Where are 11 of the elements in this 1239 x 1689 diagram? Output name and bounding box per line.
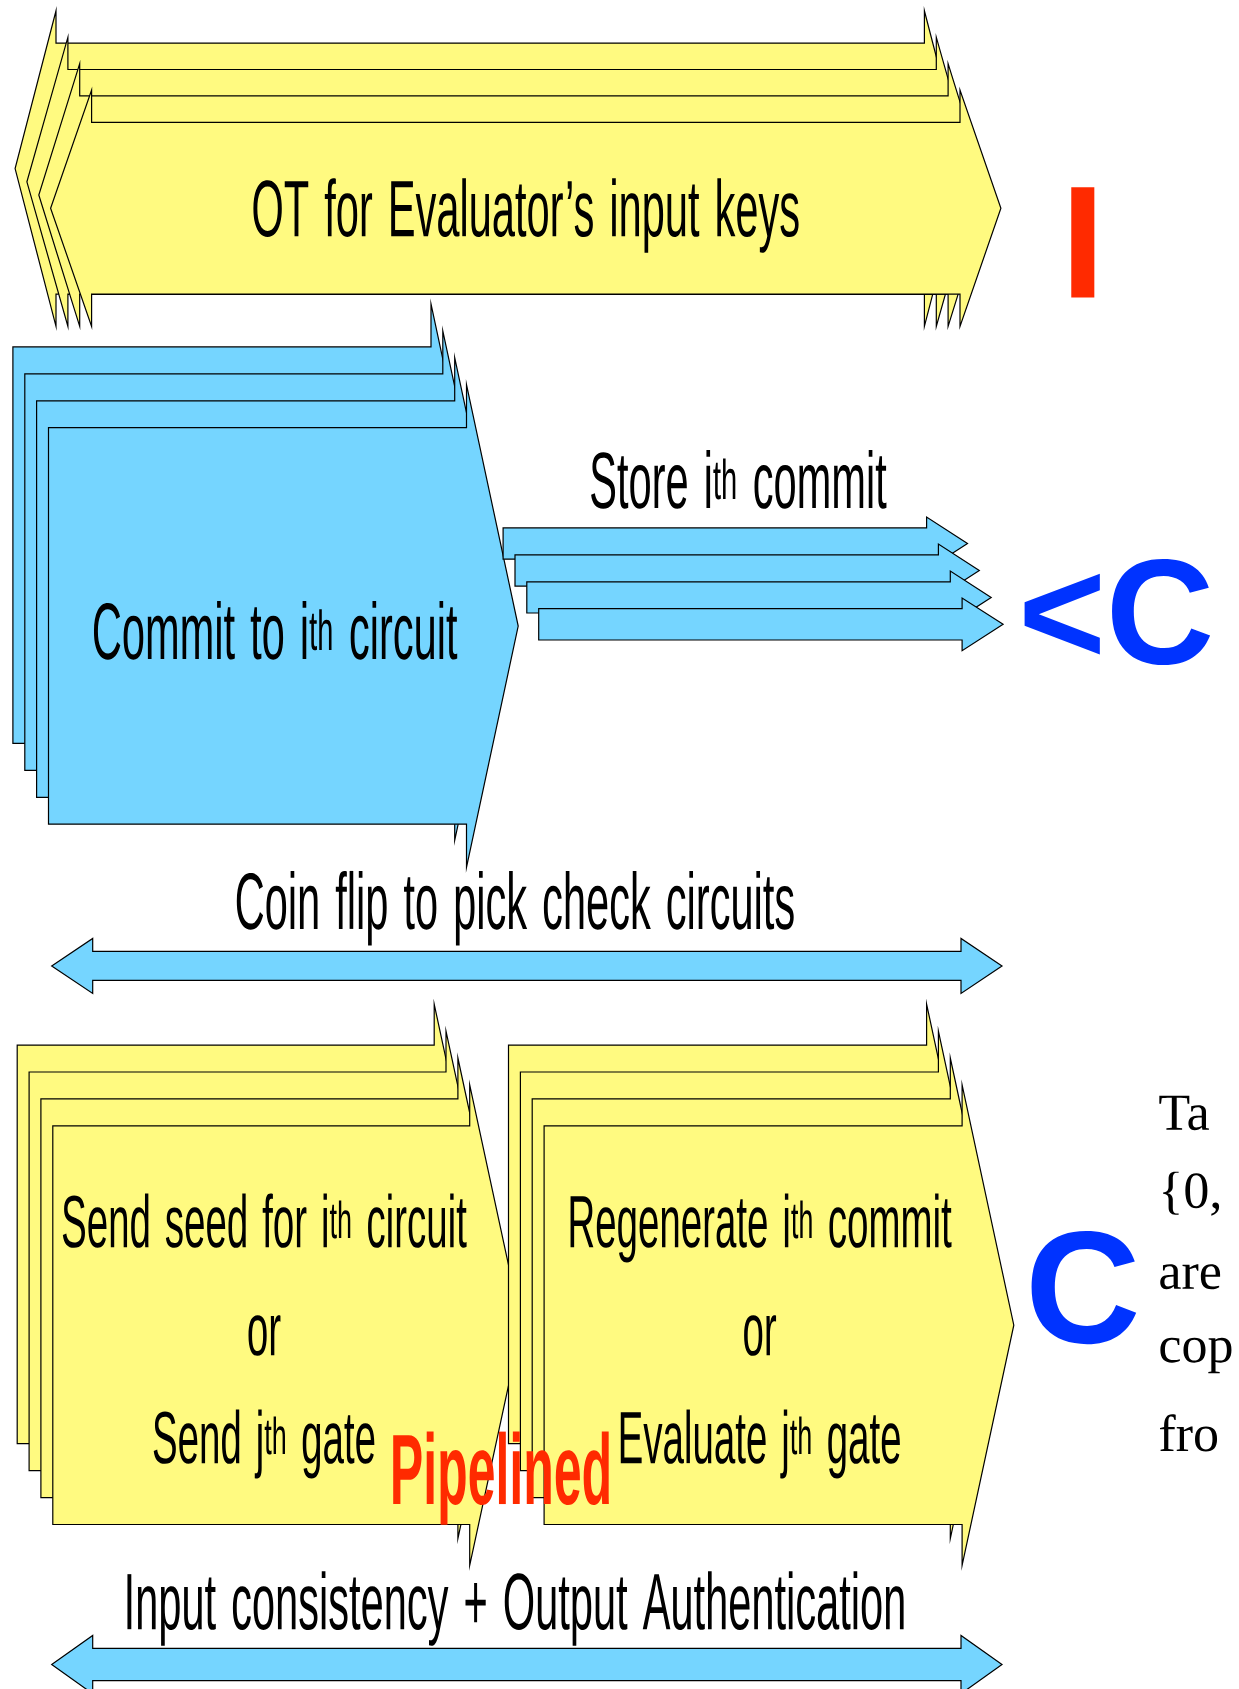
node-label: Coin flip to pick check circuits [236, 870, 794, 946]
text-fragment: {0, [1163, 1171, 1220, 1216]
text-fragment: are [1160, 1264, 1221, 1290]
large-letter: C [1031, 1230, 1137, 1345]
large-letter: I [1071, 187, 1095, 298]
node-label: Input consistency + Output Authentication [127, 1571, 904, 1646]
text-fragment: cop [1160, 1337, 1232, 1374]
text-fragment: fro [1160, 1414, 1218, 1452]
text-fragment: Ta [1159, 1095, 1209, 1131]
node-label: Store i$^{th}$ commit [591, 450, 887, 509]
large-letters: <C [1024, 558, 1211, 666]
